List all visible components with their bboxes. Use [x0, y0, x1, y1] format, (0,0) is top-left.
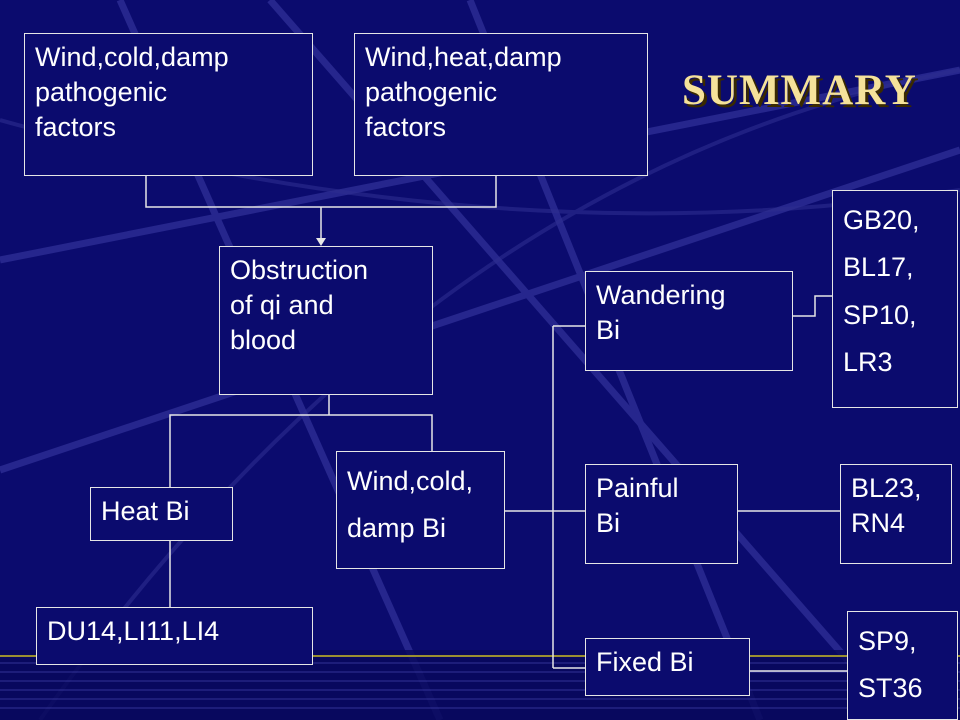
painful-bi-box: Painful Bi	[585, 464, 738, 564]
wandering-bi-points-box: GB20, BL17, SP10, LR3	[832, 190, 958, 408]
box-line: LR3	[843, 346, 893, 377]
wind-cold-damp-bi-box: Wind,cold, damp Bi	[336, 451, 505, 569]
box-line: Painful	[596, 473, 679, 503]
box-line: Bi	[596, 315, 621, 346]
box-line: ST36	[858, 673, 923, 704]
box-line: BL23,	[851, 473, 922, 503]
box-line: blood	[230, 325, 297, 356]
box-line: BL17,	[843, 252, 914, 283]
fixed-bi-box: Fixed Bi	[585, 638, 750, 696]
box-line: SP10,	[843, 299, 917, 330]
heat-factors-box: Wind,heat,damp pathogenic factors	[354, 33, 648, 176]
arrowhead	[316, 238, 326, 246]
box-line: Obstruction	[230, 255, 369, 285]
box-line: factors	[365, 112, 447, 143]
box-line: Wind,heat,damp	[365, 42, 562, 72]
fixed-bi-points-box: SP9, ST36	[847, 611, 958, 720]
heat-bi-points-box: DU14,LI11,LI4	[36, 607, 313, 665]
cold-factors-box: Wind,cold,damp pathogenic factors	[24, 33, 313, 176]
heat-bi-box: Heat Bi	[90, 487, 233, 541]
box-line: DU14,LI11,LI4	[47, 616, 220, 646]
box-line: of qi and	[230, 290, 334, 321]
wandering-bi-box: Wandering Bi	[585, 271, 793, 371]
box-line: Bi	[596, 508, 621, 539]
box-line: pathogenic	[35, 77, 168, 108]
box-line: Wandering	[596, 280, 726, 310]
box-line: GB20,	[843, 205, 920, 235]
box-line: Heat Bi	[101, 496, 190, 526]
slide-title: SUMMARY	[682, 67, 917, 114]
obstruction-box: Obstruction of qi and blood	[219, 246, 433, 395]
box-line: Wind,cold,damp	[35, 42, 229, 72]
box-line: damp Bi	[347, 513, 447, 544]
box-line: factors	[35, 112, 117, 143]
box-line: SP9,	[858, 626, 917, 656]
box-line: pathogenic	[365, 77, 498, 108]
painful-bi-points-box: BL23, RN4	[840, 464, 952, 564]
box-line: Fixed Bi	[596, 647, 694, 677]
box-line: Wind,cold,	[347, 466, 474, 496]
box-line: RN4	[851, 508, 906, 539]
